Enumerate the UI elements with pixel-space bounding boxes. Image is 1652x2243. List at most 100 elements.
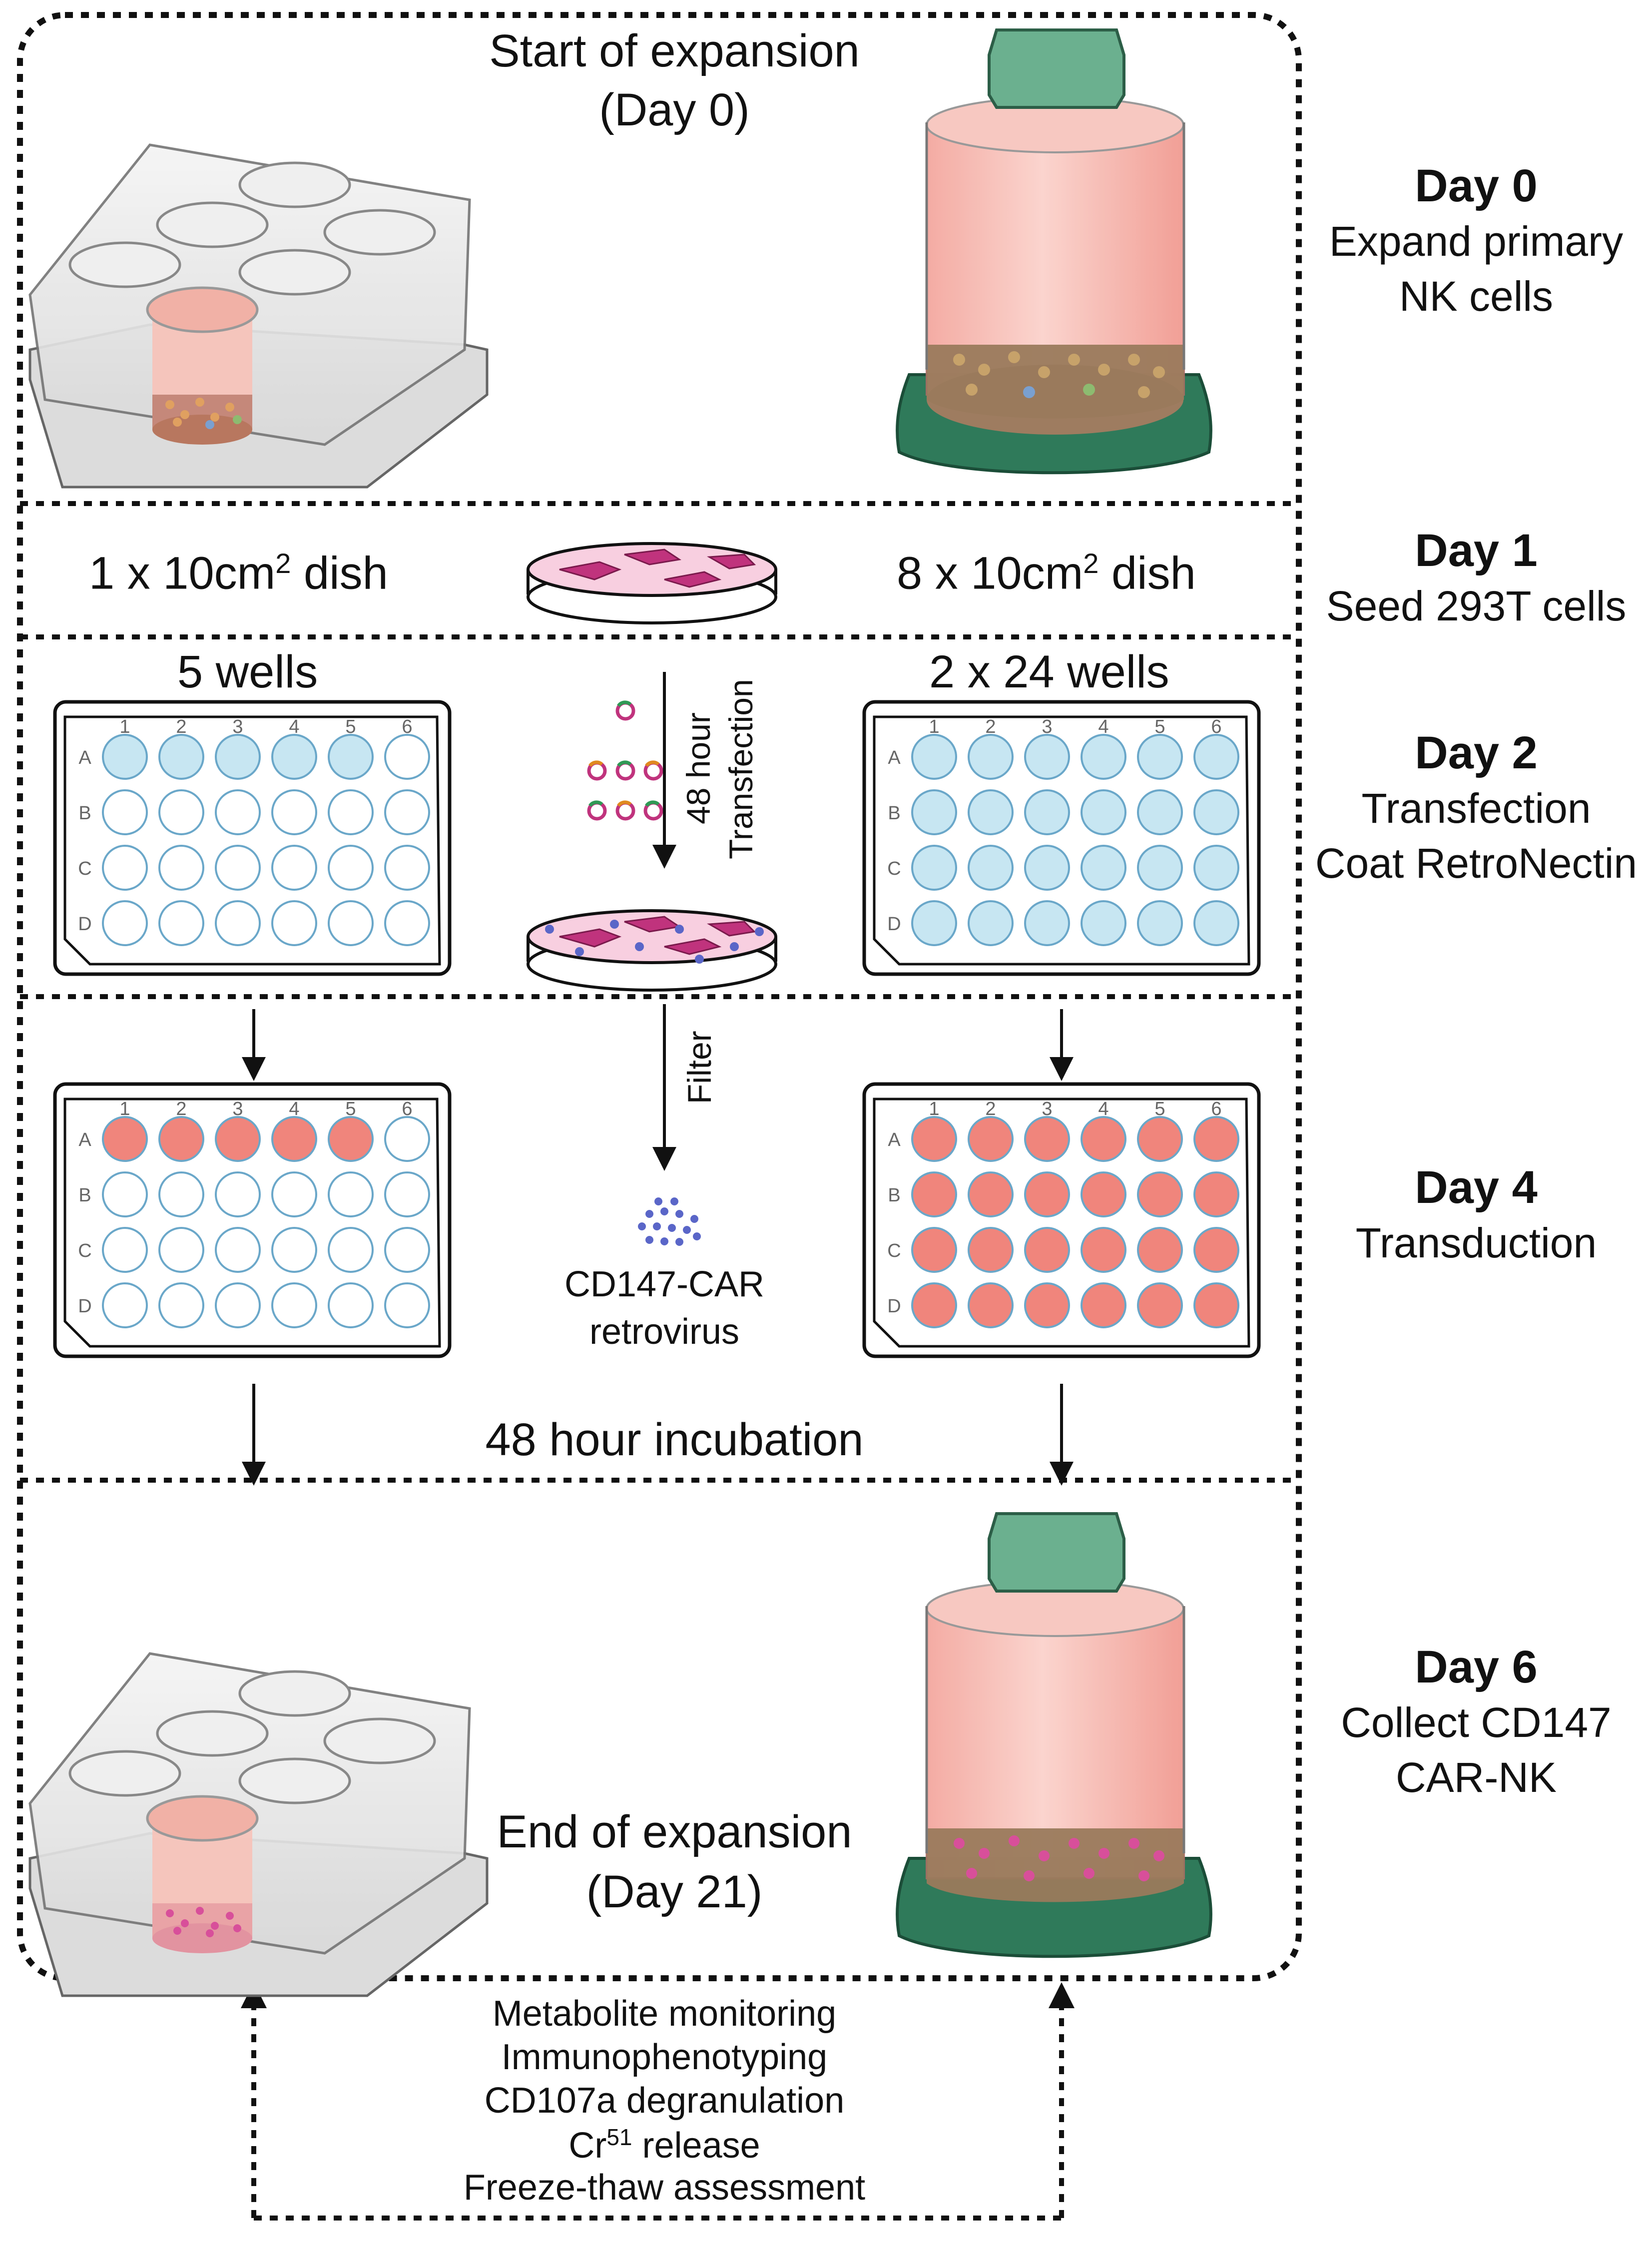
well — [328, 1116, 374, 1162]
well — [1081, 900, 1126, 946]
column-label: 1 — [929, 716, 939, 737]
well — [158, 734, 204, 780]
row-label: C — [78, 858, 91, 879]
well — [102, 1116, 148, 1162]
right-plate-label: 2 x 24 wells — [929, 646, 1169, 697]
row-label: A — [78, 1129, 91, 1150]
well — [968, 1227, 1014, 1273]
well — [328, 1171, 374, 1217]
assay-item: Immunophenotyping — [501, 2037, 828, 2077]
well — [158, 1171, 204, 1217]
column-label: 2 — [176, 1099, 186, 1120]
step-description: Collect CD147 — [1341, 1699, 1612, 1746]
well — [968, 1116, 1014, 1162]
well — [102, 900, 148, 946]
well — [1024, 1227, 1070, 1273]
well — [328, 734, 374, 780]
well — [158, 900, 204, 946]
column-label: 2 — [985, 1099, 996, 1120]
well — [1193, 1116, 1239, 1162]
step-day-label: Day 0 — [1415, 160, 1538, 211]
well — [1024, 900, 1070, 946]
well — [1193, 845, 1239, 891]
step-description: Expand primary — [1329, 218, 1624, 265]
well — [271, 845, 317, 891]
left-dish-label: 1 x 10cm2 dish — [89, 548, 388, 599]
well — [215, 900, 261, 946]
column-label: 3 — [232, 716, 243, 737]
well — [158, 845, 204, 891]
left-plate-label: 5 wells — [177, 646, 318, 697]
start-expansion-subtitle: (Day 0) — [599, 84, 750, 135]
well — [271, 1282, 317, 1328]
column-label: 3 — [232, 1099, 243, 1120]
well — [215, 845, 261, 891]
well — [271, 789, 317, 835]
well — [158, 1116, 204, 1162]
well — [968, 789, 1014, 835]
well — [1024, 1282, 1070, 1328]
assay-loop — [241, 1982, 1075, 2221]
column-label: 1 — [929, 1099, 939, 1120]
well — [102, 789, 148, 835]
column-label: 5 — [345, 716, 356, 737]
well — [271, 734, 317, 780]
plasmid-icon — [587, 700, 663, 821]
step-day-label: Day 2 — [1415, 727, 1538, 778]
well — [328, 789, 374, 835]
well — [1081, 845, 1126, 891]
incubation-label: 48 hour incubation — [485, 1414, 864, 1465]
well — [1137, 734, 1183, 780]
six-well-plate-illustration — [28, 143, 489, 489]
row-label: D — [78, 914, 91, 935]
petri-dish-virus-illustration — [527, 909, 777, 992]
end-expansion-subtitle: (Day 21) — [586, 1866, 763, 1917]
row-label: A — [78, 747, 91, 768]
well — [384, 900, 430, 946]
well — [215, 1116, 261, 1162]
well — [384, 1116, 430, 1162]
column-label: 3 — [1042, 716, 1052, 737]
well — [158, 1227, 204, 1273]
well — [1081, 734, 1126, 780]
well — [328, 1282, 374, 1328]
virus-cluster-icon — [638, 1197, 701, 1246]
well — [1137, 900, 1183, 946]
well — [968, 734, 1014, 780]
column-label: 4 — [289, 1099, 299, 1120]
column-label: 4 — [1098, 1099, 1108, 1120]
well — [911, 1171, 957, 1217]
well — [102, 1282, 148, 1328]
well — [102, 734, 148, 780]
well — [1081, 1116, 1126, 1162]
assay-item: Freeze-thaw assessment — [463, 2168, 866, 2208]
well — [1081, 789, 1126, 835]
well — [384, 1282, 430, 1328]
row-label: C — [887, 1240, 901, 1261]
well — [328, 1227, 374, 1273]
well — [215, 1227, 261, 1273]
well — [328, 900, 374, 946]
well — [1193, 734, 1239, 780]
well — [1137, 789, 1183, 835]
transfection-arrow-label: Transfection — [722, 679, 759, 859]
step-description: NK cells — [1399, 273, 1554, 320]
row-label: D — [887, 1296, 901, 1317]
well — [158, 1282, 204, 1328]
well — [271, 1116, 317, 1162]
well — [911, 789, 957, 835]
row-label: B — [888, 1185, 900, 1206]
well — [968, 1171, 1014, 1217]
petri-dish-illustration — [527, 542, 777, 624]
well — [384, 789, 430, 835]
well — [911, 845, 957, 891]
well — [1137, 1227, 1183, 1273]
well — [1024, 789, 1070, 835]
well — [215, 734, 261, 780]
column-label: 6 — [402, 716, 412, 737]
well — [1024, 1116, 1070, 1162]
well — [384, 734, 430, 780]
well — [968, 845, 1014, 891]
well — [271, 1171, 317, 1217]
